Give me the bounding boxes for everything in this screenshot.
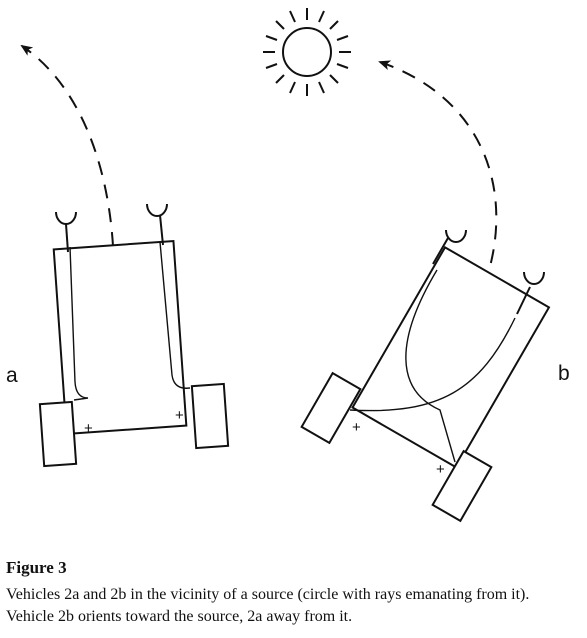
figure-caption: Figure 3 Vehicles 2a and 2b in the vicin…: [6, 558, 581, 628]
vehicle-2b-crossed-wire-right: [349, 317, 516, 412]
vehicle-2a-left-plus: +: [84, 420, 93, 437]
vehicle-2b-right-wheel: [431, 449, 493, 523]
vehicle-2a-left-wire: [69, 246, 89, 401]
vehicle-2b-left-plus: +: [352, 419, 361, 436]
vehicle-2a-path-arrow: [20, 44, 114, 247]
vehicle-2b: [300, 60, 551, 523]
figure-title: Figure 3: [6, 558, 67, 577]
label-b: b: [558, 362, 570, 385]
source-sun-icon: [263, 8, 351, 96]
vehicle-2b-path-arrow: [378, 60, 498, 287]
vehicle-2a-body: [52, 239, 188, 436]
figure-description: Vehicles 2a and 2b in the vicinity of a …: [6, 586, 530, 625]
vehicle-2b-right-plus: +: [436, 461, 445, 478]
vehicle-2a-right-wheel: [190, 382, 230, 450]
vehicle-2b-left-sensor-icon: [445, 229, 467, 243]
vehicle-2a-right-sensor-icon: [146, 203, 168, 217]
vehicle-2b-body: [351, 245, 551, 469]
vehicle-2a-right-plus: +: [175, 407, 184, 424]
vehicle-2b-left-wheel: [300, 371, 362, 445]
label-a: a: [6, 364, 18, 387]
vehicles-diagram: + + + + a b: [6, 8, 570, 523]
vehicle-2b-crossed-wire-left: [405, 269, 456, 463]
vehicle-2a: [20, 44, 230, 468]
vehicle-2a-right-wire: [159, 241, 191, 389]
vehicle-2a-left-wheel: [38, 400, 78, 468]
vehicle-2b-right-sensor-icon: [523, 271, 545, 285]
vehicle-2a-left-sensor-icon: [55, 211, 77, 225]
